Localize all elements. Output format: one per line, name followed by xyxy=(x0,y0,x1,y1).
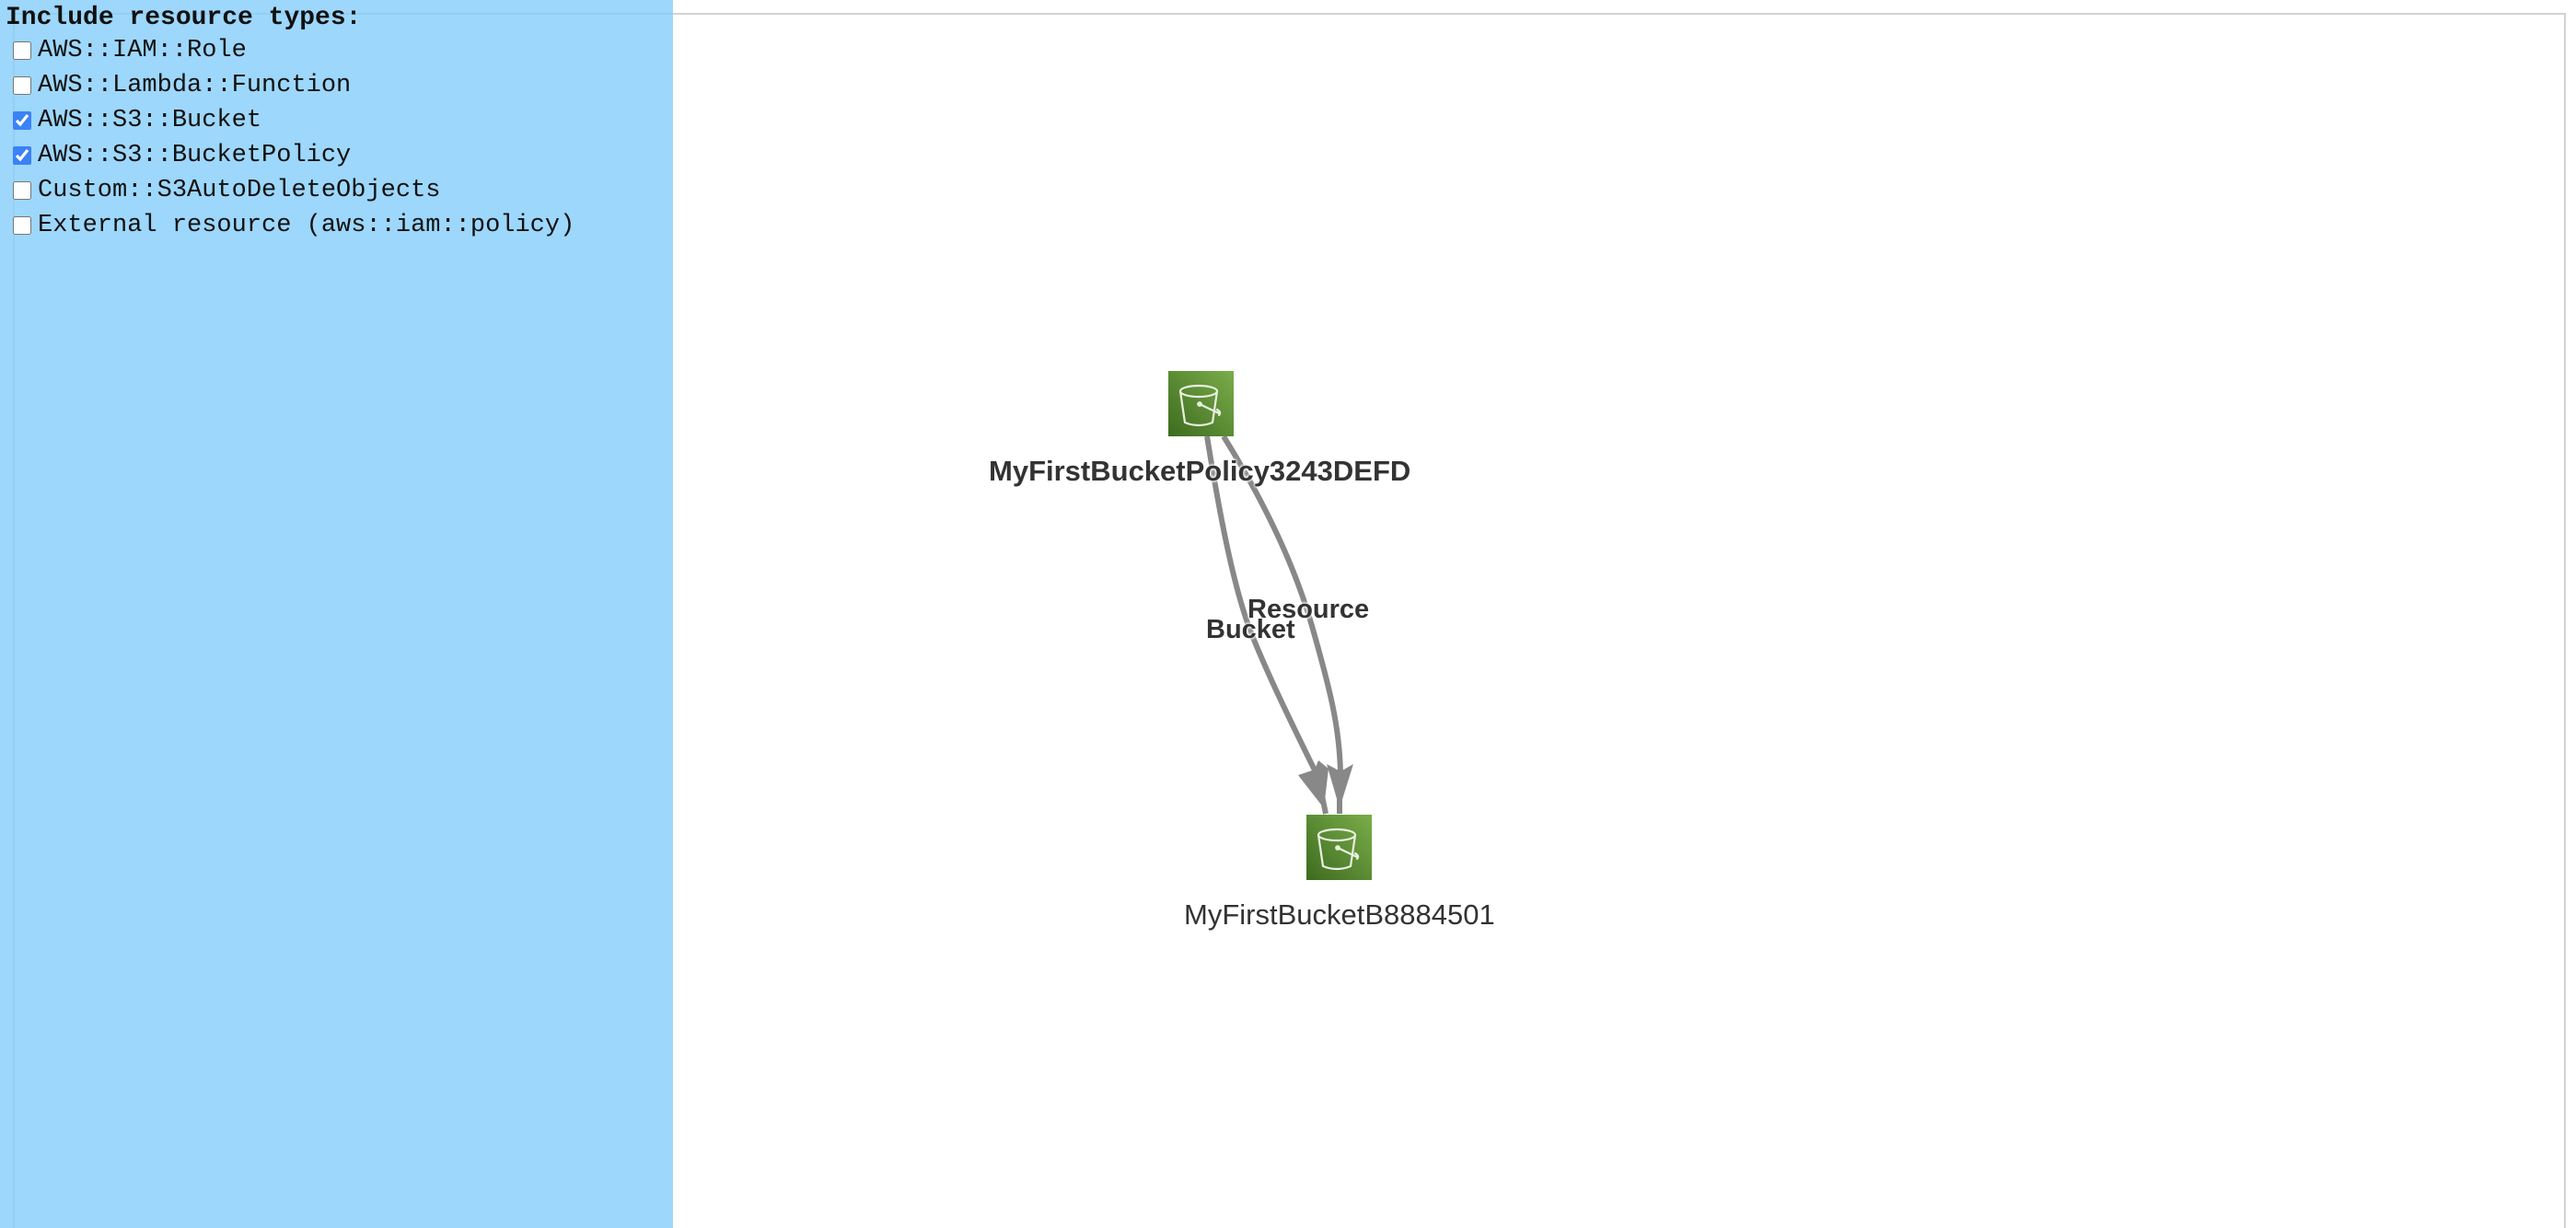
filter-row-iam-role[interactable]: AWS::IAM::Role xyxy=(13,33,247,68)
checkbox-external-resource[interactable] xyxy=(13,216,31,235)
filter-label: AWS::S3::BucketPolicy xyxy=(38,142,352,169)
edge-bucket[interactable] xyxy=(1204,435,1329,815)
filter-label: Custom::S3AutoDeleteObjects xyxy=(38,177,441,204)
checkbox-s3-auto-delete-objects[interactable] xyxy=(13,181,31,200)
checkbox-iam-role[interactable] xyxy=(13,41,31,60)
node-label-bucket-policy[interactable]: MyFirstBucketPolicy3243DEFD xyxy=(989,455,1411,487)
filter-label: AWS::S3::Bucket xyxy=(38,107,262,134)
filter-title: Include resource types: xyxy=(6,4,362,32)
s3-bucket-icon[interactable] xyxy=(1306,815,1372,880)
checkbox-lambda-function[interactable] xyxy=(13,76,31,95)
checkbox-s3-bucket[interactable] xyxy=(13,111,31,130)
filter-row-s3-auto-delete-objects[interactable]: Custom::S3AutoDeleteObjects xyxy=(13,173,440,208)
filter-label: AWS::IAM::Role xyxy=(38,37,247,64)
checkbox-s3-bucket-policy[interactable] xyxy=(13,146,31,165)
s3-bucket-icon[interactable] xyxy=(1168,371,1234,436)
edge-resource[interactable] xyxy=(1221,434,1353,814)
filter-row-external-resource[interactable]: External resource (aws::iam::policy) xyxy=(13,208,574,243)
edge-label-bucket: Bucket xyxy=(1206,615,1295,644)
filter-label: External resource (aws::iam::policy) xyxy=(38,212,575,239)
filter-row-lambda-function[interactable]: AWS::Lambda::Function xyxy=(13,68,351,103)
edge-label-resource: Resource xyxy=(1247,595,1370,624)
node-label-bucket[interactable]: MyFirstBucketB8884501 xyxy=(1184,898,1495,931)
filter-row-s3-bucket-policy[interactable]: AWS::S3::BucketPolicy xyxy=(13,138,351,173)
filter-label: AWS::Lambda::Function xyxy=(38,72,352,99)
resource-type-filter-panel: Include resource types: AWS::IAM::Role A… xyxy=(0,0,673,1228)
filter-row-s3-bucket[interactable]: AWS::S3::Bucket xyxy=(13,103,261,138)
